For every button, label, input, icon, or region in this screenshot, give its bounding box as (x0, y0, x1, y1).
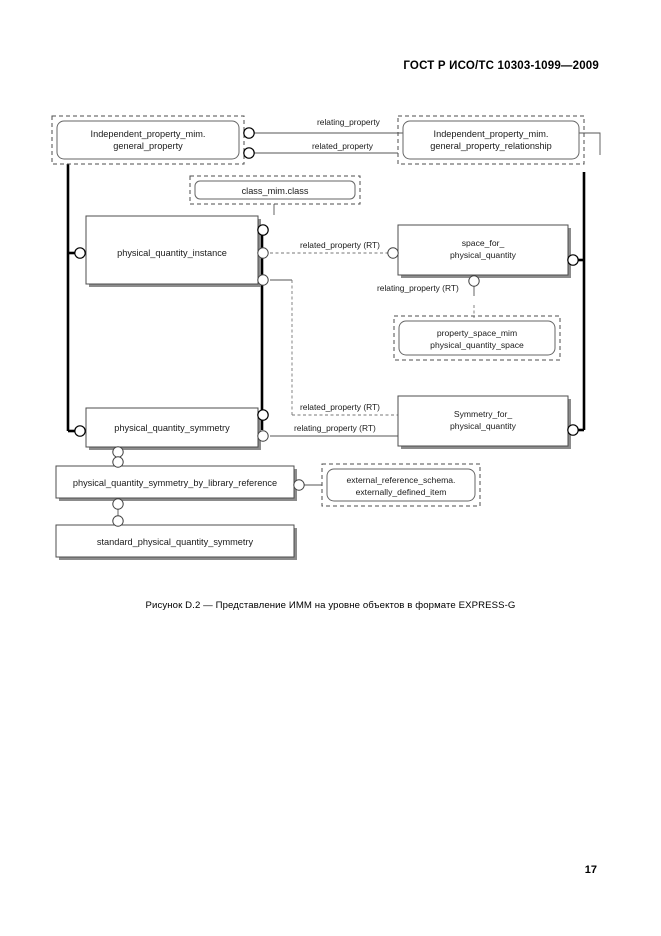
node-label: physical_quantity_instance (117, 248, 227, 258)
port-top[interactable] (112, 456, 124, 468)
node-independent-property-mim-general-property[interactable]: Independent_property_mim. general_proper… (51, 115, 255, 165)
node-label-line-1: property_space_mim (437, 328, 517, 338)
node-label: class_mim.class (242, 186, 309, 196)
node-label-line-2: physical_quantity (450, 421, 517, 431)
edge-relating-property (244, 132, 601, 155)
document-header: ГОСТ Р ИСО/ТС 10303-1099—2009 (403, 60, 599, 72)
port-bottom[interactable] (468, 275, 480, 287)
port-bottom[interactable] (112, 498, 124, 510)
port-relating-property[interactable] (243, 127, 255, 139)
node-label-line-1: space_for_ (462, 238, 505, 248)
port-left[interactable] (74, 247, 86, 259)
node-external-reference-schema-externally-defined-item[interactable]: external_reference_schema. externally_de… (321, 463, 481, 507)
port-right[interactable] (567, 424, 579, 436)
port-top[interactable] (112, 515, 124, 527)
node-label-line-2: physical_quantity_space (430, 340, 524, 350)
edge-left-bus (66, 164, 80, 433)
node-physical-quantity-symmetry[interactable]: physical_quantity_symmetry (74, 407, 269, 458)
node-label-line-2: general_property_relationship (430, 141, 552, 151)
node-class-mim-class[interactable]: class_mim.class (189, 175, 361, 205)
port-right-bottom[interactable] (257, 430, 269, 442)
node-label-line-2: general_property (113, 141, 183, 151)
node-standard-physical-quantity-symmetry[interactable]: standard_physical_quantity_symmetry (55, 515, 297, 560)
port-bottom[interactable] (112, 446, 124, 458)
node-physical-quantity-instance[interactable]: physical_quantity_instance (74, 215, 269, 287)
port-right[interactable] (293, 479, 305, 491)
node-label-line-1: external_reference_schema. (347, 475, 456, 485)
node-label-line-1: Independent_property_mim. (91, 129, 206, 139)
node-independent-property-mim-general-property-relationship[interactable]: Independent_property_mim. general_proper… (397, 115, 585, 165)
port-right-mid[interactable] (257, 247, 269, 259)
page-number: 17 (584, 864, 597, 876)
port-related-property[interactable] (243, 147, 255, 159)
node-label: standard_physical_quantity_symmetry (97, 537, 254, 547)
node-physical-quantity-symmetry-by-library-reference[interactable]: physical_quantity_symmetry_by_library_re… (55, 456, 305, 510)
edge-label-related-property-rt-top: related_property (RT) (300, 240, 380, 250)
figure-caption: Рисунок D.2 — Представление ИММ на уровн… (145, 600, 516, 611)
edge-label-relating-property-rt-mid: relating_property (RT) (377, 283, 459, 293)
edge-instance-drop (270, 279, 398, 416)
node-label-line-1: Independent_property_mim. (434, 129, 549, 139)
port-right-top[interactable] (257, 224, 269, 236)
node-symmetry-for-physical-quantity[interactable]: Symmetry_for_ physical_quantity (397, 395, 579, 449)
node-label: physical_quantity_symmetry (114, 423, 230, 433)
edge-label-related-property-rt-bottom: related_property (RT) (300, 402, 380, 412)
node-space-for-physical-quantity[interactable]: space_for_ physical_quantity (387, 224, 579, 287)
port-right-bottom[interactable] (257, 274, 269, 286)
express-g-figure: Independent_property_mim. general_proper… (0, 100, 661, 610)
edge-label-relating-property-rt-bottom: relating_property (RT) (294, 423, 376, 433)
port-right[interactable] (567, 254, 579, 266)
port-left[interactable] (387, 247, 399, 259)
edge-label-relating-property: relating_property (317, 117, 381, 127)
node-label-line-1: Symmetry_for_ (454, 409, 512, 419)
node-label-line-2: externally_defined_item (356, 487, 447, 497)
edge-label-related-property: related_property (312, 141, 374, 151)
port-left[interactable] (74, 425, 86, 437)
node-property-space-mim-physical-quantity-space[interactable]: property_space_mim physical_quantity_spa… (393, 315, 561, 361)
port-right-top[interactable] (257, 409, 269, 421)
node-label-line-2: physical_quantity (450, 250, 517, 260)
edge-right-bus (571, 172, 586, 432)
node-label: physical_quantity_symmetry_by_library_re… (73, 478, 277, 488)
